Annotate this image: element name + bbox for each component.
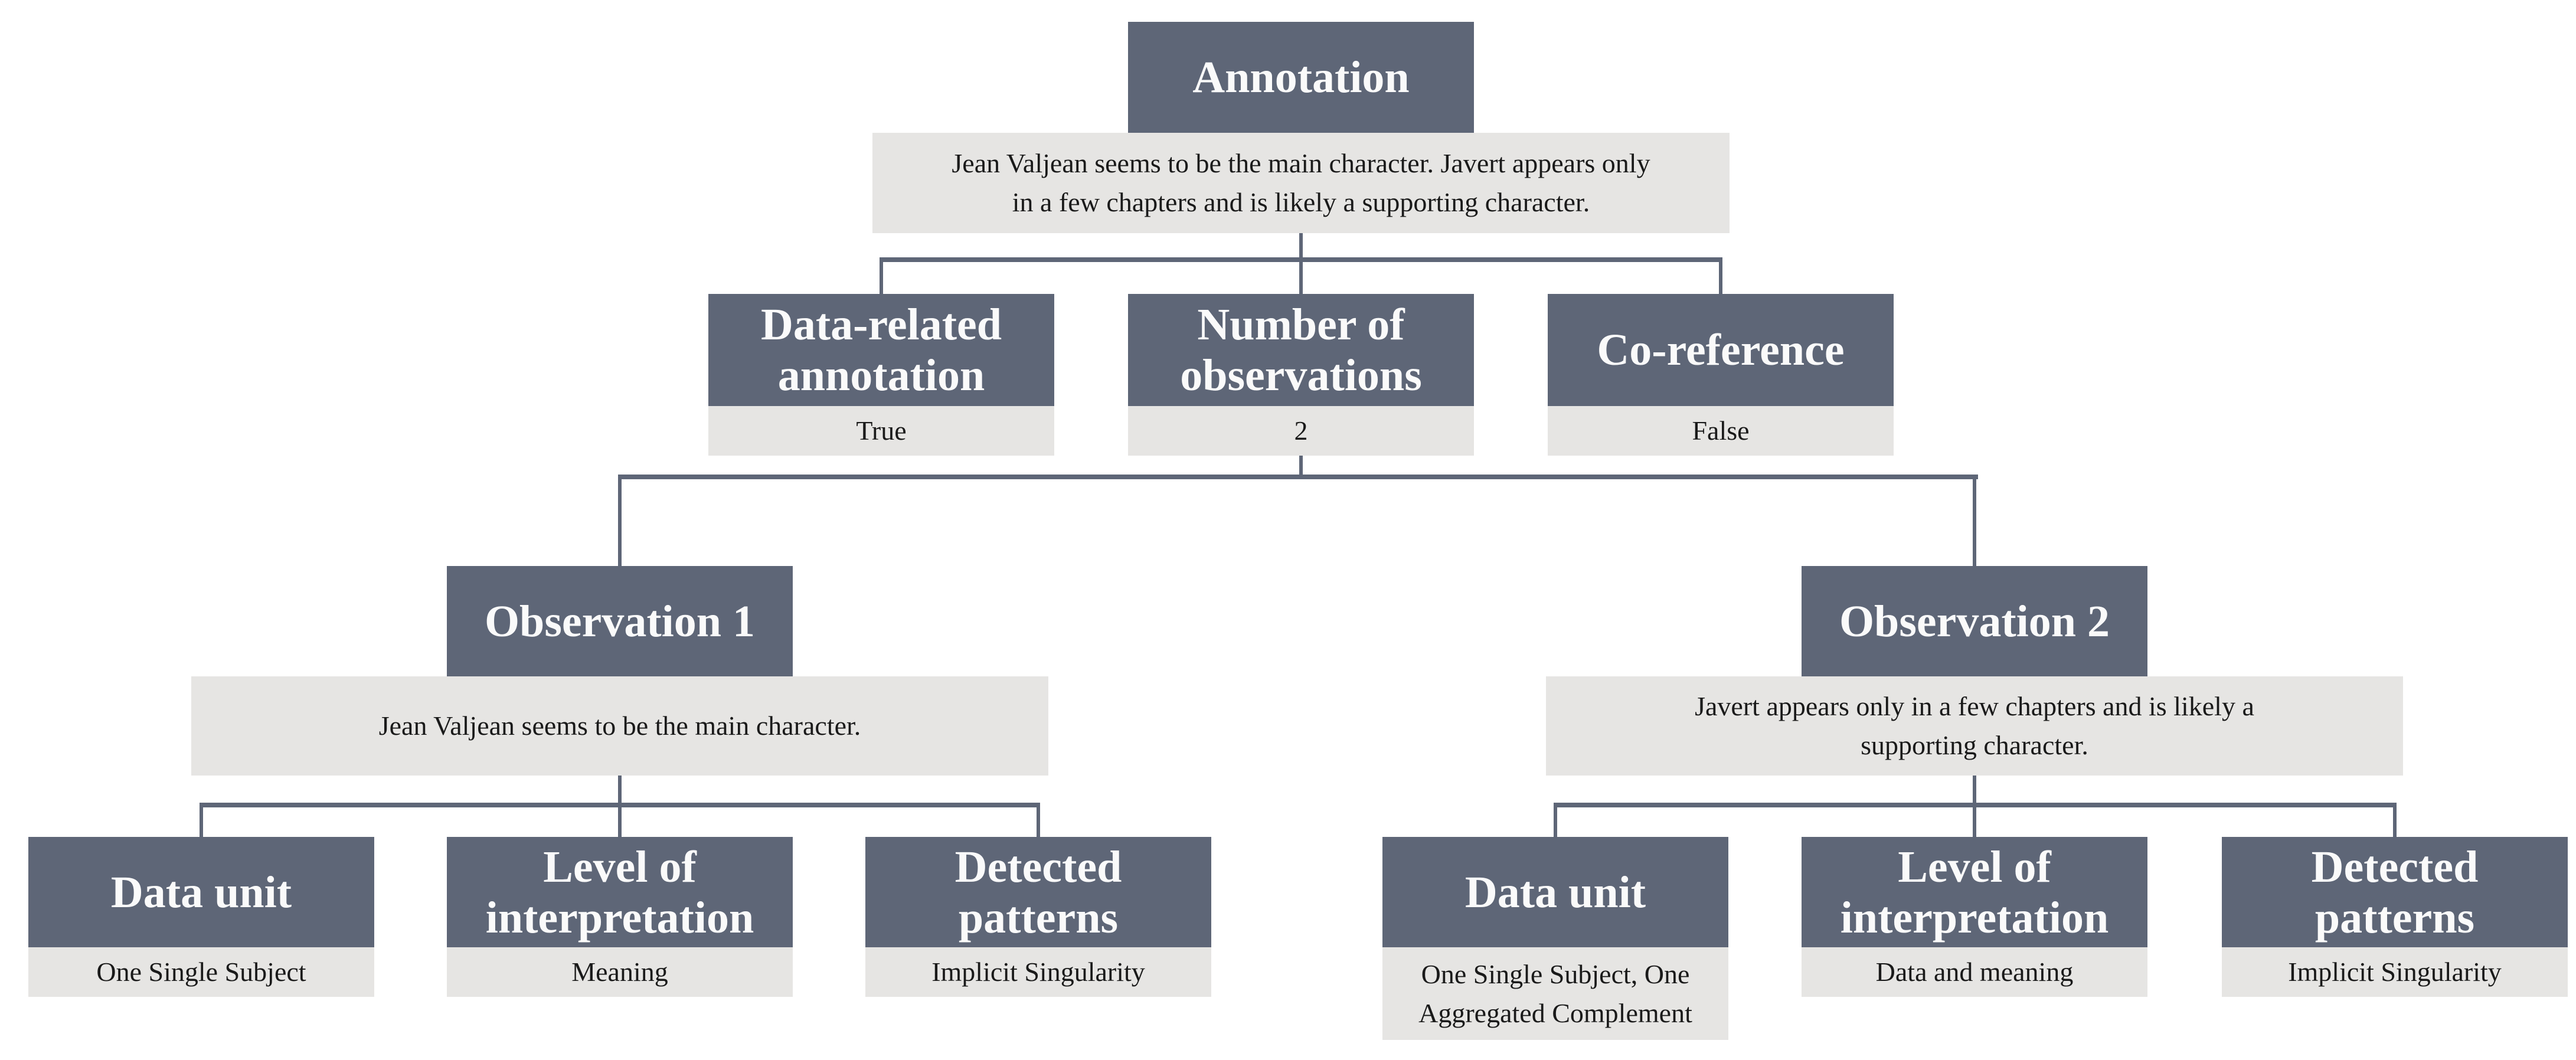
connector-obs1-bar [200,803,1040,807]
node-data-related-annotation-header: Data-related annotation [708,294,1054,406]
node-obs2-data-unit-title: Data unit [1464,867,1646,917]
connector-obs2-bar [1554,803,2397,807]
node-obs1-data-unit-header: Data unit [28,837,374,947]
node-obs1-level-of-interpretation-value: Meaning [447,947,793,997]
node-obs2-level-of-interpretation-value: Data and meaning [1802,947,2147,997]
connector-obs2-bar-right-drop [2393,803,2397,837]
node-obs2-level-of-interpretation-title: Level of interpretation [1840,842,2109,943]
connector-root-bar [880,257,1722,262]
node-obs1-detected-patterns-header: Detected patterns [865,837,1211,947]
connector-observations-bar-left-drop [618,475,622,566]
connector-obs1-bar-right-drop [1037,803,1040,837]
node-observation-1-header: Observation 1 [447,566,793,676]
node-number-of-observations-title: Number of observations [1180,300,1422,400]
node-co-reference-value: False [1548,406,1894,456]
node-obs2-data-unit-header: Data unit [1382,837,1728,947]
connector-observations-bar [618,475,1978,479]
connector-root-stem [1299,233,1303,294]
node-data-related-annotation-title: Data-related annotation [760,300,1002,400]
connector-obs1-bar-left-drop [200,803,203,837]
node-obs1-level-of-interpretation-title: Level of interpretation [485,842,754,943]
node-observation-2-description: Javert appears only in a few chapters an… [1546,676,2403,776]
node-annotation-header: Annotation [1128,22,1474,133]
connector-observations-bar-right-drop [1973,475,1976,566]
node-number-of-observations-header: Number of observations [1128,294,1474,406]
node-obs1-detected-patterns-value: Implicit Singularity [865,947,1211,997]
node-obs2-detected-patterns-value: Implicit Singularity [2222,947,2568,997]
node-obs2-detected-patterns-title: Detected patterns [2311,842,2479,943]
node-annotation-description: Jean Valjean seems to be the main charac… [872,133,1730,233]
node-co-reference-title: Co-reference [1597,325,1845,375]
node-obs1-level-of-interpretation-header: Level of interpretation [447,837,793,947]
node-obs1-data-unit-title: Data unit [110,867,292,917]
node-obs1-detected-patterns-title: Detected patterns [954,842,1122,943]
node-obs1-data-unit-value: One Single Subject [28,947,374,997]
connector-obs2-bar-left-drop [1554,803,1557,837]
node-observation-1-description: Jean Valjean seems to be the main charac… [191,676,1048,776]
node-data-related-annotation-value: True [708,406,1054,456]
node-observation-1-title: Observation 1 [484,596,756,646]
node-annotation-title: Annotation [1192,53,1410,102]
connector-root-bar-right-drop [1719,257,1722,294]
node-obs2-level-of-interpretation-header: Level of interpretation [1802,837,2147,947]
node-observation-2-header: Observation 2 [1802,566,2147,676]
connector-observations-stem [1299,456,1303,479]
node-co-reference-header: Co-reference [1548,294,1894,406]
node-observation-2-title: Observation 2 [1839,596,2110,646]
node-obs2-data-unit-value: One Single Subject, One Aggregated Compl… [1382,947,1728,1040]
node-number-of-observations-value: 2 [1128,406,1474,456]
connector-root-bar-left-drop [880,257,883,294]
node-obs2-detected-patterns-header: Detected patterns [2222,837,2568,947]
